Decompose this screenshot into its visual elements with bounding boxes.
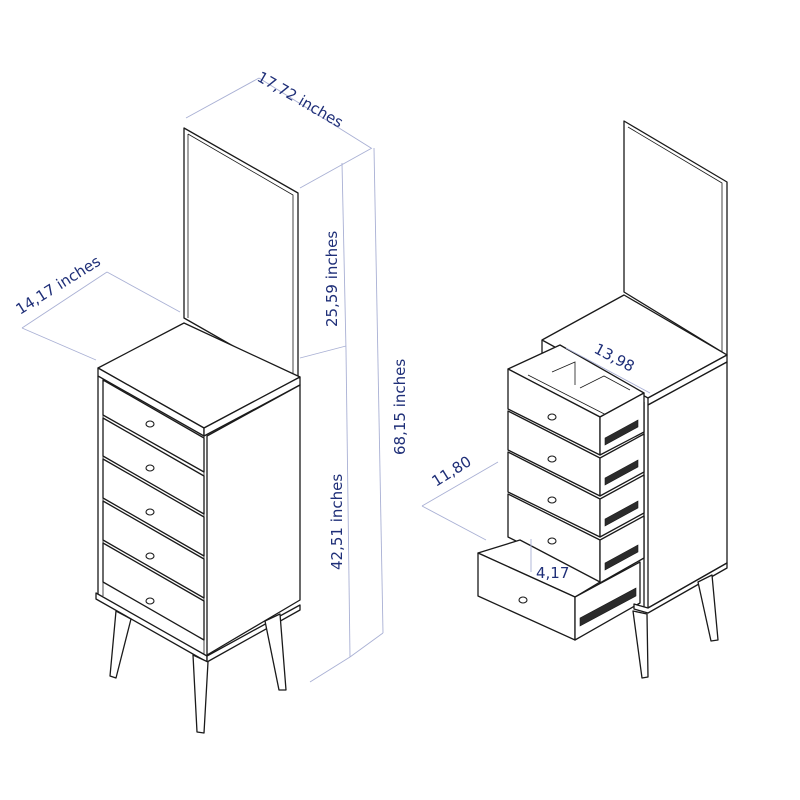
knob-icon xyxy=(547,537,557,545)
knob-icon xyxy=(145,508,155,516)
dim-drawer-depth-label: 11,80 xyxy=(429,452,475,490)
dim-drawer-height-label: 4,17 xyxy=(536,564,569,582)
dim-body-height-label: 42,51 inches xyxy=(328,474,346,570)
knob-icon xyxy=(145,464,155,472)
dim-width-label: 17,72 inches xyxy=(254,68,346,132)
knob-icon xyxy=(518,596,528,604)
right-drawers xyxy=(477,344,645,641)
left-dresser-view: 17,72 inches 14,17 inches 25,59 inches 4… xyxy=(13,68,409,734)
left-dimension-lines xyxy=(21,77,384,683)
dim-mirror-height-label: 25,59 inches xyxy=(323,231,341,327)
knob-icon xyxy=(145,420,155,428)
knob-icon xyxy=(145,597,155,605)
knob-icon xyxy=(547,455,557,463)
right-legs xyxy=(632,574,719,679)
knob-icon xyxy=(547,496,557,504)
dim-depth-label: 14,17 inches xyxy=(13,252,104,318)
right-drawer-knobs xyxy=(518,413,557,604)
left-drawer-knobs xyxy=(145,420,155,605)
left-legs xyxy=(109,610,287,734)
left-side-panel xyxy=(206,384,301,656)
right-dimension-lines xyxy=(421,347,651,572)
dim-total-height-label: 68,15 inches xyxy=(391,359,409,455)
knob-icon xyxy=(547,413,557,421)
right-dresser-view: 13,98 11,80 4,17 xyxy=(421,120,728,679)
knob-icon xyxy=(145,552,155,560)
right-base xyxy=(633,562,728,614)
